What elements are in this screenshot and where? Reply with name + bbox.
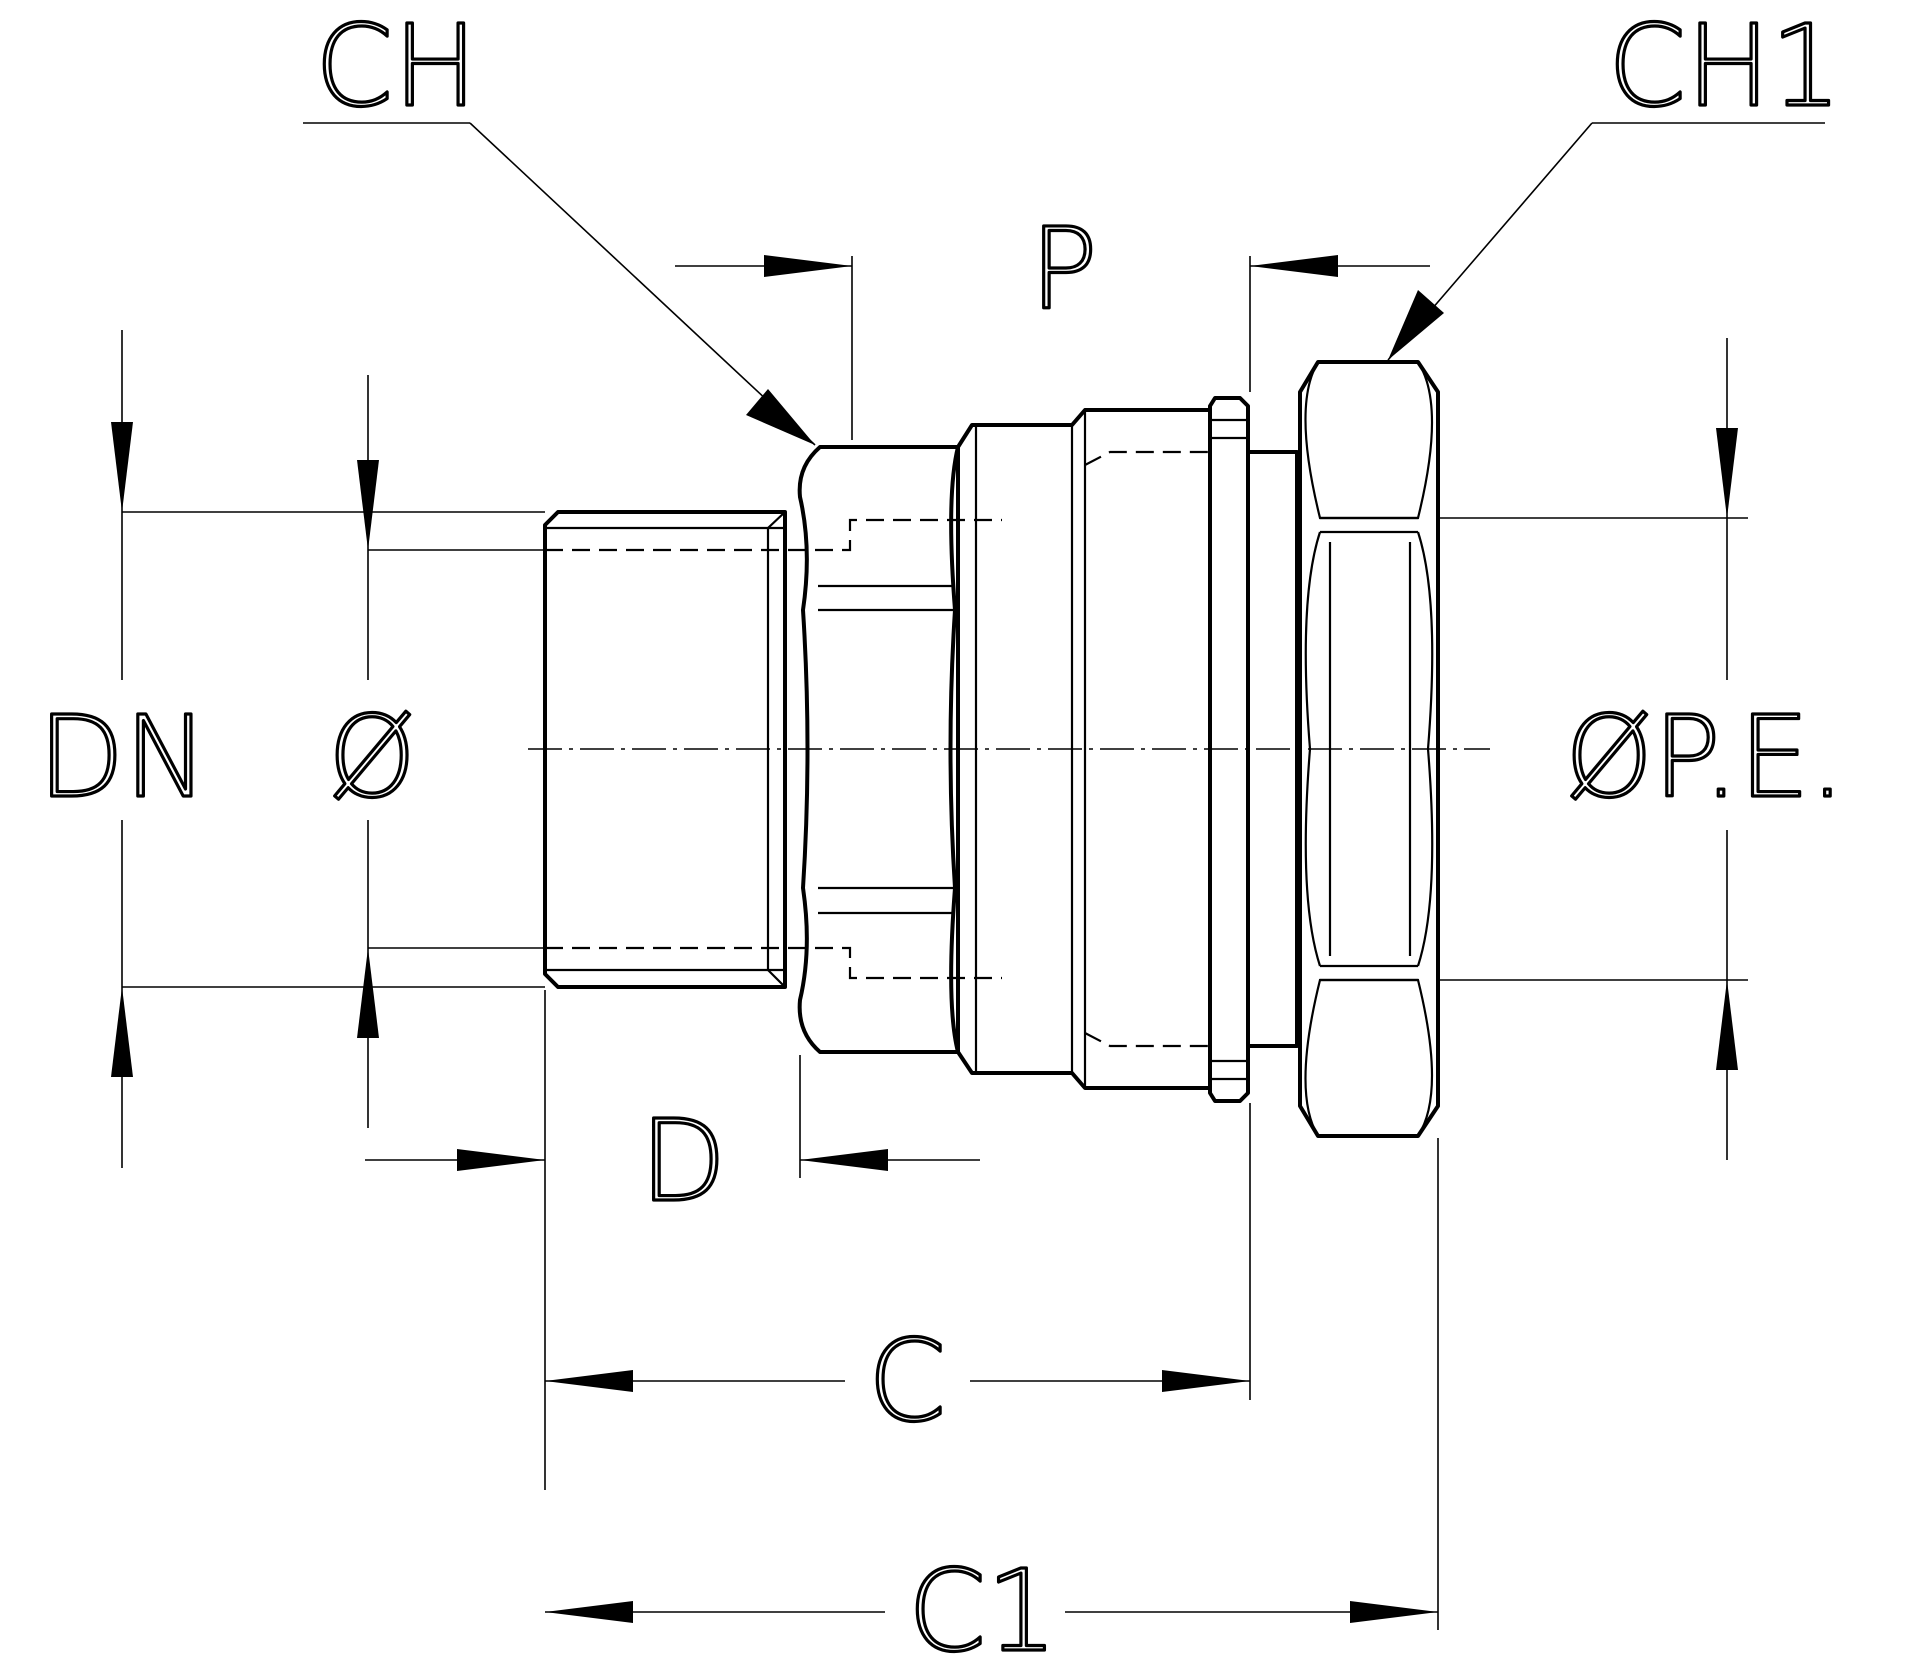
leader-ch: [303, 122, 816, 446]
lock-nut: [1298, 360, 1440, 1138]
label-ch1: CH1: [1608, 2, 1842, 132]
label-dn: DN: [38, 693, 208, 823]
threaded-end: [543, 510, 787, 989]
dim-c1: [545, 1138, 1439, 1630]
label-pe: ØP.E.: [1565, 693, 1845, 823]
hex-body: [797, 445, 960, 1054]
dim-pe: [1438, 338, 1748, 1160]
dim-p: [675, 255, 1430, 440]
label-c1: C1: [908, 1547, 1057, 1654]
leader-ch1: [1387, 122, 1825, 361]
dim-dn: [111, 330, 545, 1168]
label-c: C: [868, 1317, 946, 1447]
dim-c: [545, 1103, 1251, 1400]
dim-d: [365, 990, 980, 1490]
dim-diameter: [357, 375, 545, 1128]
hidden-bore: [545, 450, 1210, 1048]
neck: [1246, 450, 1299, 1048]
label-diameter: Ø: [328, 693, 416, 823]
flange: [1208, 396, 1250, 1103]
label-p: P: [1030, 205, 1098, 335]
label-ch: CH: [315, 2, 477, 132]
label-d: D: [640, 1097, 726, 1227]
cylinder-body: [956, 408, 1212, 1090]
